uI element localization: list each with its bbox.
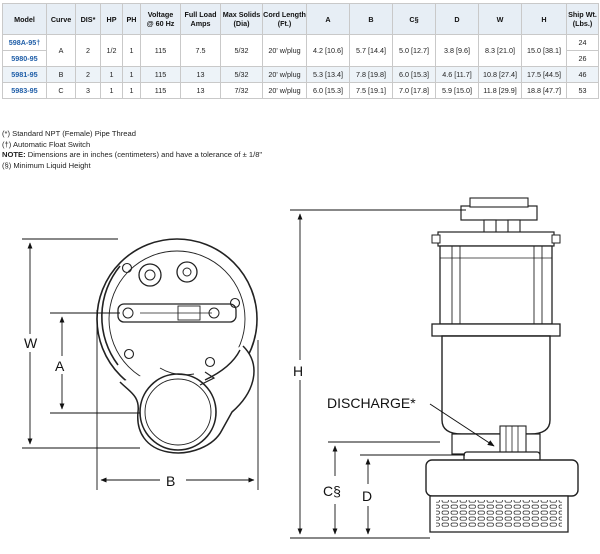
dim-d <box>360 454 465 535</box>
side-view <box>425 197 579 533</box>
footnote-npt: (*) Standard NPT (Female) Pipe Thread <box>2 129 136 138</box>
cell-dis: 3 <box>75 82 101 99</box>
spec-table: Model Curve DIS* HP PH Voltage@ 60 Hz Fu… <box>2 3 599 99</box>
dim-w <box>22 238 140 449</box>
cell-c: 6.0 [15.3] <box>392 66 436 83</box>
pump-base <box>425 459 579 497</box>
cell-voltage: 115 <box>140 66 181 83</box>
motor-cap <box>460 205 538 221</box>
col-header-w: W <box>478 3 522 35</box>
motor-body <box>439 245 553 325</box>
discharge-port <box>139 373 217 451</box>
cell-solids: 7/32 <box>220 82 263 99</box>
footnotes: (*) Standard NPT (Female) Pipe Thread (†… <box>2 129 262 171</box>
col-header-b: B <box>349 3 393 35</box>
col-header-solids: Max Solids(Dia) <box>220 3 263 35</box>
cell-ship-wt: 53 <box>566 82 599 99</box>
cell-a: 4.2 [10.6] <box>306 34 350 67</box>
cell-d: 4.6 [11.7] <box>435 66 479 83</box>
note-text: Dimensions are in inches (centimeters) a… <box>25 150 263 159</box>
cell-dis: 2 <box>75 66 101 83</box>
col-header-hp: HP <box>100 3 123 35</box>
footnote-liquid-height: (§) Minimum Liquid Height <box>2 160 91 170</box>
footnote-tolerance: NOTE: Dimensions are in inches (centimet… <box>2 150 262 161</box>
col-header-cord: Cord Length(Ft.) <box>262 3 307 35</box>
cord-gland-right <box>176 261 198 283</box>
cell-hp: 1 <box>100 66 123 83</box>
discharge-leader <box>429 403 495 447</box>
cell-dis: 2 <box>75 34 101 67</box>
dim-w-label: W <box>24 335 38 351</box>
cell-voltage: 115 <box>140 34 181 67</box>
col-header-h: H <box>521 3 567 35</box>
cell-b: 7.8 [19.8] <box>349 66 393 83</box>
discharge-label: DISCHARGE* <box>327 395 416 411</box>
dim-d-label: D <box>362 488 372 504</box>
handle-bracket <box>437 231 555 247</box>
col-header-ship-wt: Ship Wt.(Lbs.) <box>566 3 599 35</box>
dim-c <box>328 441 440 535</box>
cell-b: 7.5 [19.1] <box>349 82 393 99</box>
cord-gland-left <box>138 263 162 287</box>
col-header-voltage: Voltage@ 60 Hz <box>140 3 181 35</box>
discharge-port-inner <box>144 378 212 446</box>
dim-b <box>96 310 259 490</box>
cell-ph: 1 <box>122 66 141 83</box>
table-row: 5983-95 C 3 1 1 115 13 7/32 20' w/plug 6… <box>2 82 599 99</box>
dim-c-label: C§ <box>323 483 341 499</box>
cell-w: 10.8 [27.4] <box>478 66 522 83</box>
cell-h: 15.0 [38.1] <box>521 34 567 67</box>
cell-d: 3.8 [9.6] <box>435 34 479 67</box>
cell-c: 5.0 [12.7] <box>392 34 436 67</box>
cell-hp: 1 <box>100 82 123 99</box>
note-label: NOTE: <box>2 150 26 159</box>
motor-flange <box>431 323 561 337</box>
footnote-float-switch: (†) Automatic Float Switch <box>2 139 91 149</box>
col-header-dis: DIS* <box>75 3 101 35</box>
dim-h-label: H <box>293 363 303 379</box>
cell-cord: 20' w/plug <box>262 66 307 83</box>
col-header-a: A <box>306 3 350 35</box>
table-header-row: Model Curve DIS* HP PH Voltage@ 60 Hz Fu… <box>2 3 599 35</box>
dim-a <box>50 312 140 414</box>
col-header-model: Model <box>2 3 47 35</box>
dim-a-label: A <box>55 358 65 374</box>
dim-h <box>290 209 466 539</box>
pump-body <box>441 335 551 435</box>
dim-b-label: B <box>166 473 175 489</box>
top-view <box>96 238 258 454</box>
